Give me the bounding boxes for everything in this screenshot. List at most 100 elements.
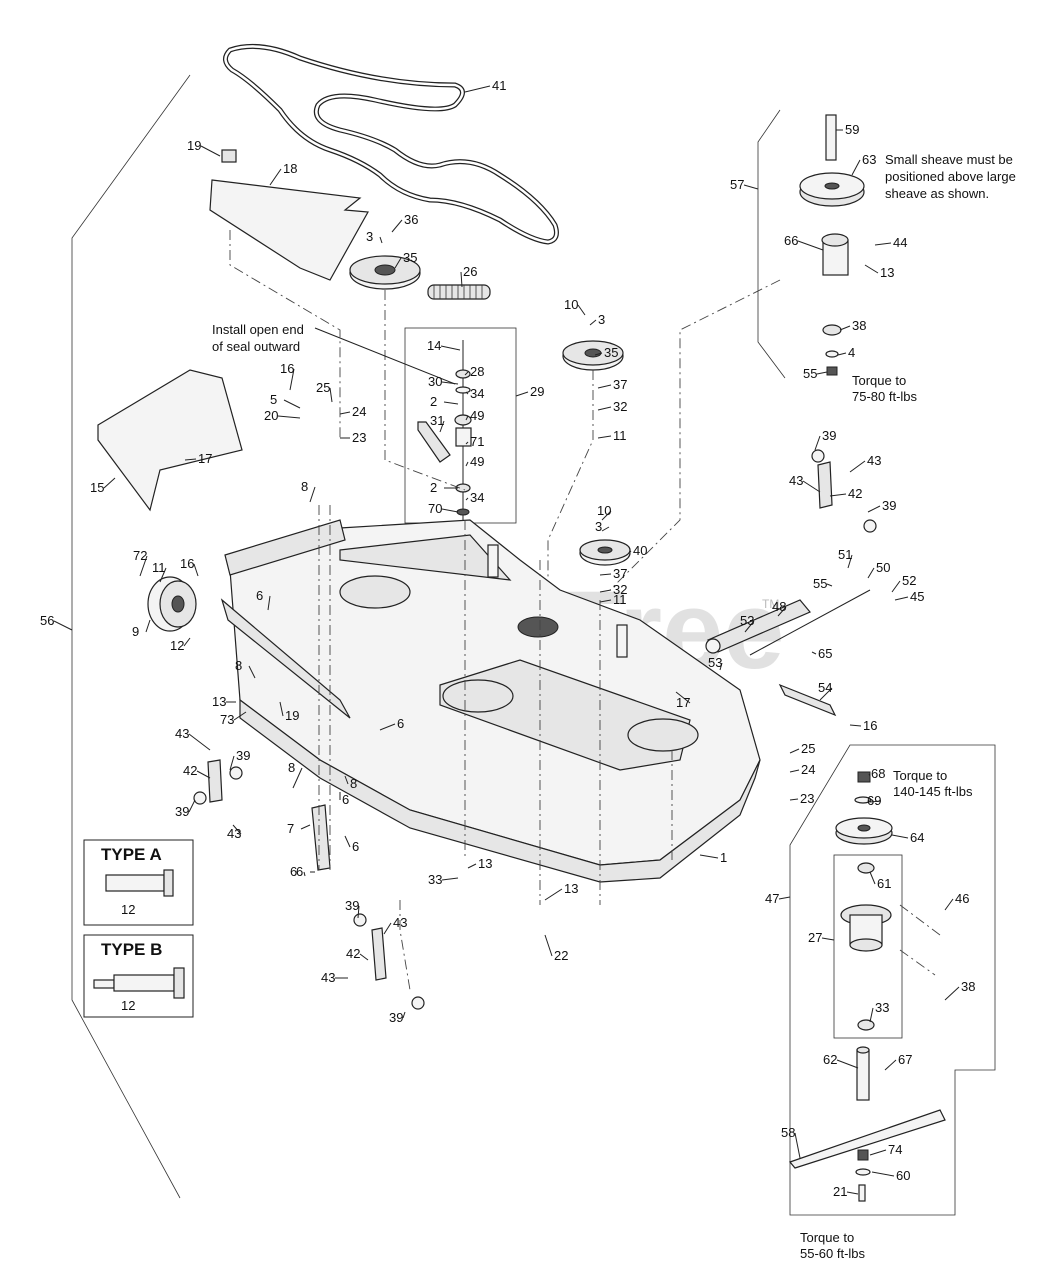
- callout-15: 15: [90, 480, 104, 495]
- callout-leader: [292, 767, 303, 789]
- callout-53: 53: [740, 613, 754, 628]
- svg-text:75-80 ft-lbs: 75-80 ft-lbs: [852, 389, 918, 404]
- callout-26: 26: [463, 264, 477, 279]
- callout-57: 57: [730, 177, 744, 192]
- callout-13: 13: [564, 881, 578, 896]
- callout-8: 8: [235, 658, 242, 673]
- large-sheave-63: [799, 172, 865, 207]
- svg-text:Torque to: Torque to: [852, 373, 906, 388]
- deck-lift-tube-48: [705, 599, 811, 654]
- callout-leader: [837, 352, 847, 356]
- callout-11: 11: [613, 428, 627, 443]
- type-a-box: TYPE A 12: [83, 839, 194, 926]
- idler-arm-assembly: [417, 340, 472, 520]
- idler-pulley-35-right: [562, 340, 624, 371]
- type-b-part: 12: [121, 998, 135, 1013]
- callout-leader: [139, 555, 148, 577]
- callout-leader: [183, 637, 191, 647]
- callout-32: 32: [613, 399, 627, 414]
- anti-scalp-bracket-42-right-top: [811, 449, 877, 533]
- callout-48: 48: [772, 599, 786, 614]
- callout-16: 16: [180, 556, 194, 571]
- callout-leader: [802, 480, 821, 493]
- callout-6: 6: [296, 864, 303, 879]
- callout-2: 2: [430, 394, 437, 409]
- callout-leader: [577, 304, 586, 316]
- svg-text:Torque to: Torque to: [893, 768, 947, 783]
- callout-11: 11: [152, 560, 166, 575]
- callout-leader: [196, 770, 211, 779]
- callout-leader: [159, 567, 167, 583]
- callout-13: 13: [880, 265, 894, 280]
- callout-71: 71: [470, 434, 484, 449]
- callout-8: 8: [350, 776, 357, 791]
- callout-24: 24: [801, 762, 815, 777]
- callout-leader: [53, 620, 73, 631]
- spindle-bolt-59: [825, 114, 837, 161]
- callout-6: 6: [342, 792, 349, 807]
- bar-54: [778, 683, 837, 717]
- callout-42: 42: [848, 486, 862, 501]
- callout-leader: [894, 596, 909, 601]
- type-a-part: 12: [121, 902, 135, 917]
- callout-11: 11: [613, 592, 627, 607]
- callout-43: 43: [227, 826, 241, 841]
- callout-6: 6: [256, 588, 263, 603]
- callout-leader: [839, 325, 851, 331]
- callout-17: 17: [198, 451, 212, 466]
- callout-leader: [394, 257, 402, 269]
- group-box-47: [789, 744, 996, 1216]
- callout-leader: [402, 1011, 406, 1019]
- idler-pulley-35-left: [349, 255, 421, 290]
- callout-leader: [188, 799, 196, 813]
- callout-6: 6: [352, 839, 359, 854]
- callout-53: 53: [708, 655, 722, 670]
- callout-leader: [441, 877, 459, 881]
- callout-leader: [867, 567, 875, 579]
- callout-29: 29: [530, 384, 544, 399]
- callout-39: 39: [822, 428, 836, 443]
- callout-42: 42: [346, 946, 360, 961]
- callout-5: 5: [270, 392, 277, 407]
- callout-leader: [309, 486, 316, 503]
- callout-leader: [797, 240, 824, 251]
- callout-leader: [184, 458, 197, 461]
- callout-20: 20: [264, 408, 278, 423]
- group-bracket-57: [757, 109, 786, 379]
- callout-leader: [467, 863, 477, 869]
- bolt-21: [858, 1184, 866, 1202]
- callout-41: 41: [492, 78, 506, 93]
- callout-leader: [465, 391, 469, 395]
- callout-39: 39: [345, 898, 359, 913]
- mower-deck-shell: [229, 519, 761, 883]
- washer-4: [825, 350, 839, 358]
- callout-47: 47: [765, 891, 779, 906]
- callout-19: 19: [285, 708, 299, 723]
- callout-leader: [811, 651, 817, 655]
- callout-leader: [597, 435, 612, 439]
- callout-leader: [599, 599, 612, 603]
- sheave-note: Small sheave must be positioned above la…: [885, 152, 1016, 201]
- callout-leader: [891, 580, 901, 593]
- callout-leader: [200, 145, 221, 157]
- callout-leader: [778, 896, 791, 900]
- callout-leader: [819, 687, 833, 701]
- callout-leader: [789, 769, 800, 773]
- idler-pulley-40: [579, 539, 631, 566]
- callout-55: 55: [803, 366, 817, 381]
- callout-leader: [826, 583, 833, 587]
- callout-leader: [145, 619, 151, 633]
- callout-52: 52: [902, 573, 916, 588]
- callout-leader: [864, 264, 879, 274]
- callout-50: 50: [876, 560, 890, 575]
- bearing-61: [857, 862, 875, 874]
- callout-leader: [279, 701, 284, 717]
- svg-text:sheave as shown.: sheave as shown.: [885, 186, 989, 201]
- callout-60: 60: [896, 1168, 910, 1183]
- callout-leader: [443, 401, 459, 405]
- callout-leader: [629, 550, 632, 553]
- callout-leader: [884, 1059, 897, 1071]
- callout-3: 3: [598, 312, 605, 327]
- callout-leader: [944, 986, 960, 1001]
- type-a-title: TYPE A: [101, 845, 162, 864]
